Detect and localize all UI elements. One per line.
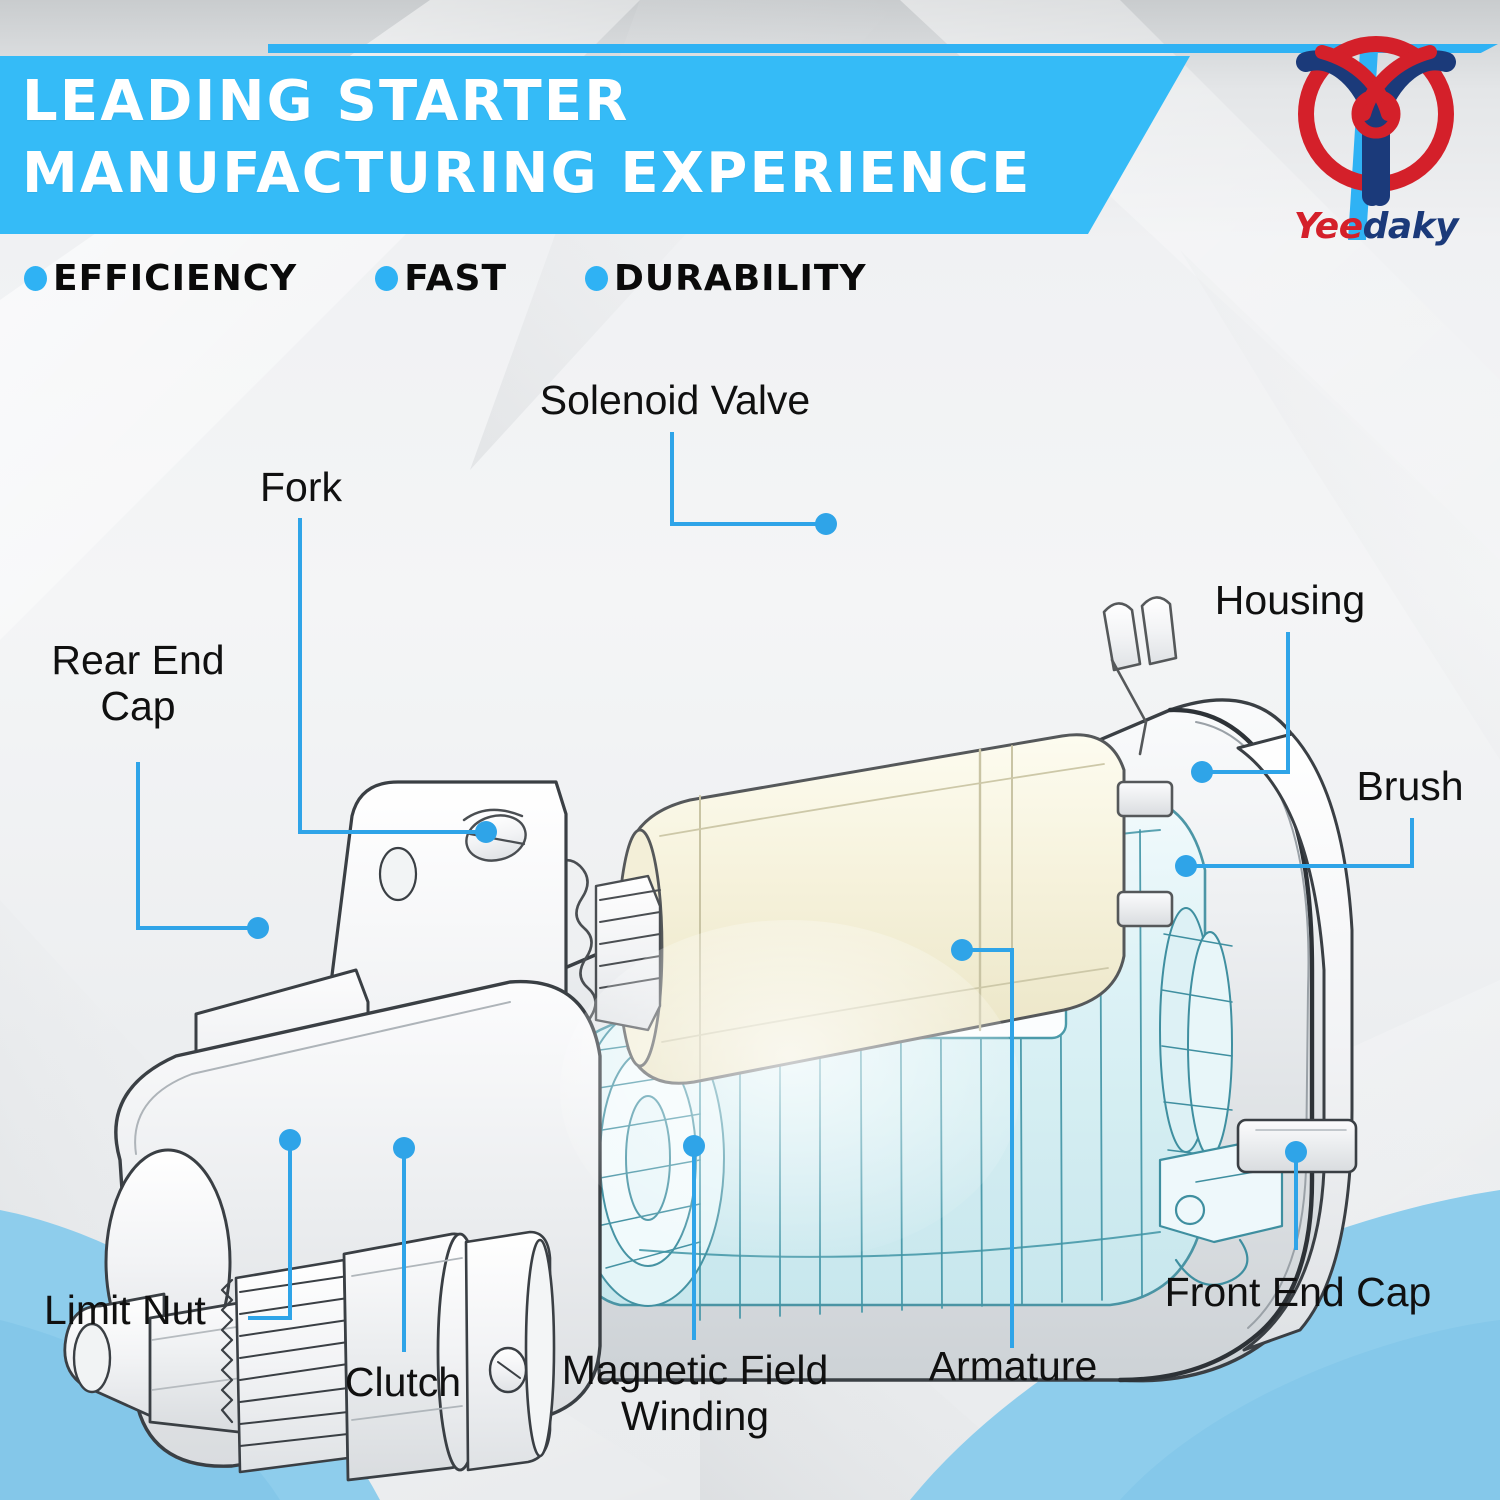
callout-label-armature: Armature (928, 1343, 1098, 1389)
callout-label-housing: Housing (1214, 577, 1366, 623)
brand-logo: Yeedaky (1262, 28, 1490, 256)
bullet-dot-icon (24, 266, 47, 291)
feature-label: EFFICIENCY (53, 258, 298, 299)
callout-label-solenoid-valve: Solenoid Valve (539, 377, 811, 423)
callout-label-clutch: Clutch (344, 1359, 462, 1405)
bullet-dot-icon (375, 266, 399, 291)
feature-item-efficiency: EFFICIENCY (24, 258, 297, 299)
feature-item-fast: FAST (375, 258, 507, 299)
callout-label-fork: Fork (260, 464, 342, 510)
title-line-2: MANUFACTURING EXPERIENCE (22, 141, 1032, 207)
title-line-1: LEADING STARTER (22, 69, 630, 134)
feature-label: DURABILITY (614, 258, 867, 299)
callout-label-magnetic-field-winding: Magnetic Field Winding (561, 1347, 829, 1439)
callout-label-limit-nut: Limit Nut (44, 1287, 206, 1333)
brand-wordmark-part2: daky (1362, 206, 1459, 247)
feature-label: FAST (404, 258, 508, 299)
feature-item-durability: DURABILITY (585, 258, 867, 299)
callout-label-rear-end-cap: Rear End Cap (51, 637, 225, 729)
callout-label-front-end-cap: Front End Cap (1164, 1269, 1432, 1315)
brand-wordmark-part1: Yee (1293, 206, 1363, 247)
page-title: LEADING STARTER MANUFACTURING EXPERIENCE (22, 66, 1152, 210)
callout-label-brush: Brush (1356, 763, 1464, 809)
feature-list: EFFICIENCY FAST DURABILITY (24, 258, 945, 299)
bullet-dot-icon (585, 266, 609, 291)
logo-emblem-icon (1296, 36, 1456, 206)
brand-wordmark: Yeedaky (1262, 206, 1490, 247)
